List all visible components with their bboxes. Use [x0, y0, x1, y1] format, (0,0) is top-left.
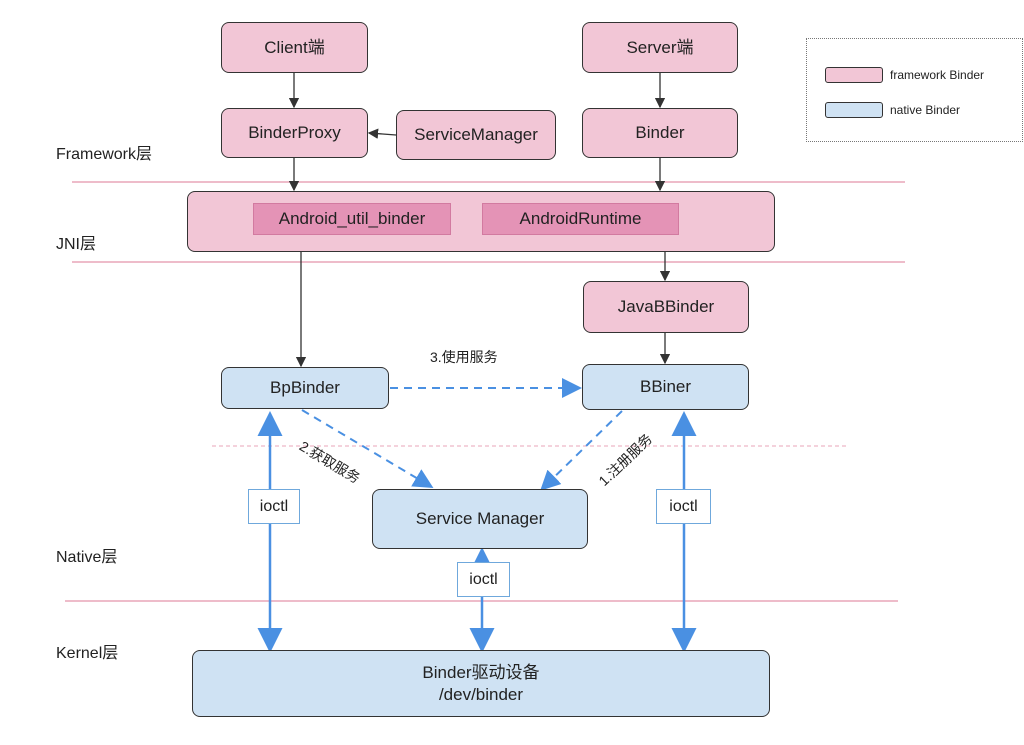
- layer-label-kernel: Kernel层: [56, 645, 119, 662]
- layer-label-jni: JNI层: [56, 236, 97, 253]
- binder-driver-path: /dev/binder: [438, 684, 524, 704]
- ioctl-label-bbiner: ioctl: [656, 489, 711, 524]
- legend-framework-swatch: [825, 67, 883, 83]
- layer-label-framework: Framework层: [56, 146, 153, 163]
- layer-label-native: Native层: [56, 549, 118, 566]
- ioctl-label-servicemanager: ioctl: [457, 562, 510, 597]
- javabbinder-box[interactable]: JavaBBinder: [583, 281, 749, 333]
- server-box[interactable]: Server端: [582, 22, 738, 73]
- android-util-binder-box[interactable]: Android_util_binder: [253, 203, 451, 235]
- ioctl-label-bpbinder: ioctl: [248, 489, 300, 524]
- binder-driver-box[interactable]: Binder驱动设备 /dev/binder: [192, 650, 770, 717]
- bbiner-box[interactable]: BBiner: [582, 364, 749, 410]
- use-service-label: 3.使用服务: [430, 349, 498, 365]
- servicemanager-framework-box[interactable]: ServiceManager: [396, 110, 556, 160]
- android-runtime-box[interactable]: AndroidRuntime: [482, 203, 679, 235]
- arrow-get-service: [301, 409, 434, 489]
- arrow-register-service: [540, 410, 623, 491]
- legend-framework-label: framework Binder: [890, 68, 985, 82]
- binder-driver-title: Binder驱动设备: [422, 663, 540, 683]
- client-box[interactable]: Client端: [221, 22, 368, 73]
- bpbinder-box[interactable]: BpBinder: [221, 367, 389, 409]
- binder-box[interactable]: Binder: [582, 108, 738, 158]
- servicemanager-native-box[interactable]: Service Manager: [372, 489, 588, 549]
- arrow-servicemanager-to-binderproxy: [367, 128, 397, 139]
- legend: framework Binder native Binder: [806, 38, 1023, 142]
- legend-native-swatch: [825, 102, 883, 118]
- binderproxy-box[interactable]: BinderProxy: [221, 108, 368, 158]
- legend-native-label: native Binder: [890, 103, 961, 117]
